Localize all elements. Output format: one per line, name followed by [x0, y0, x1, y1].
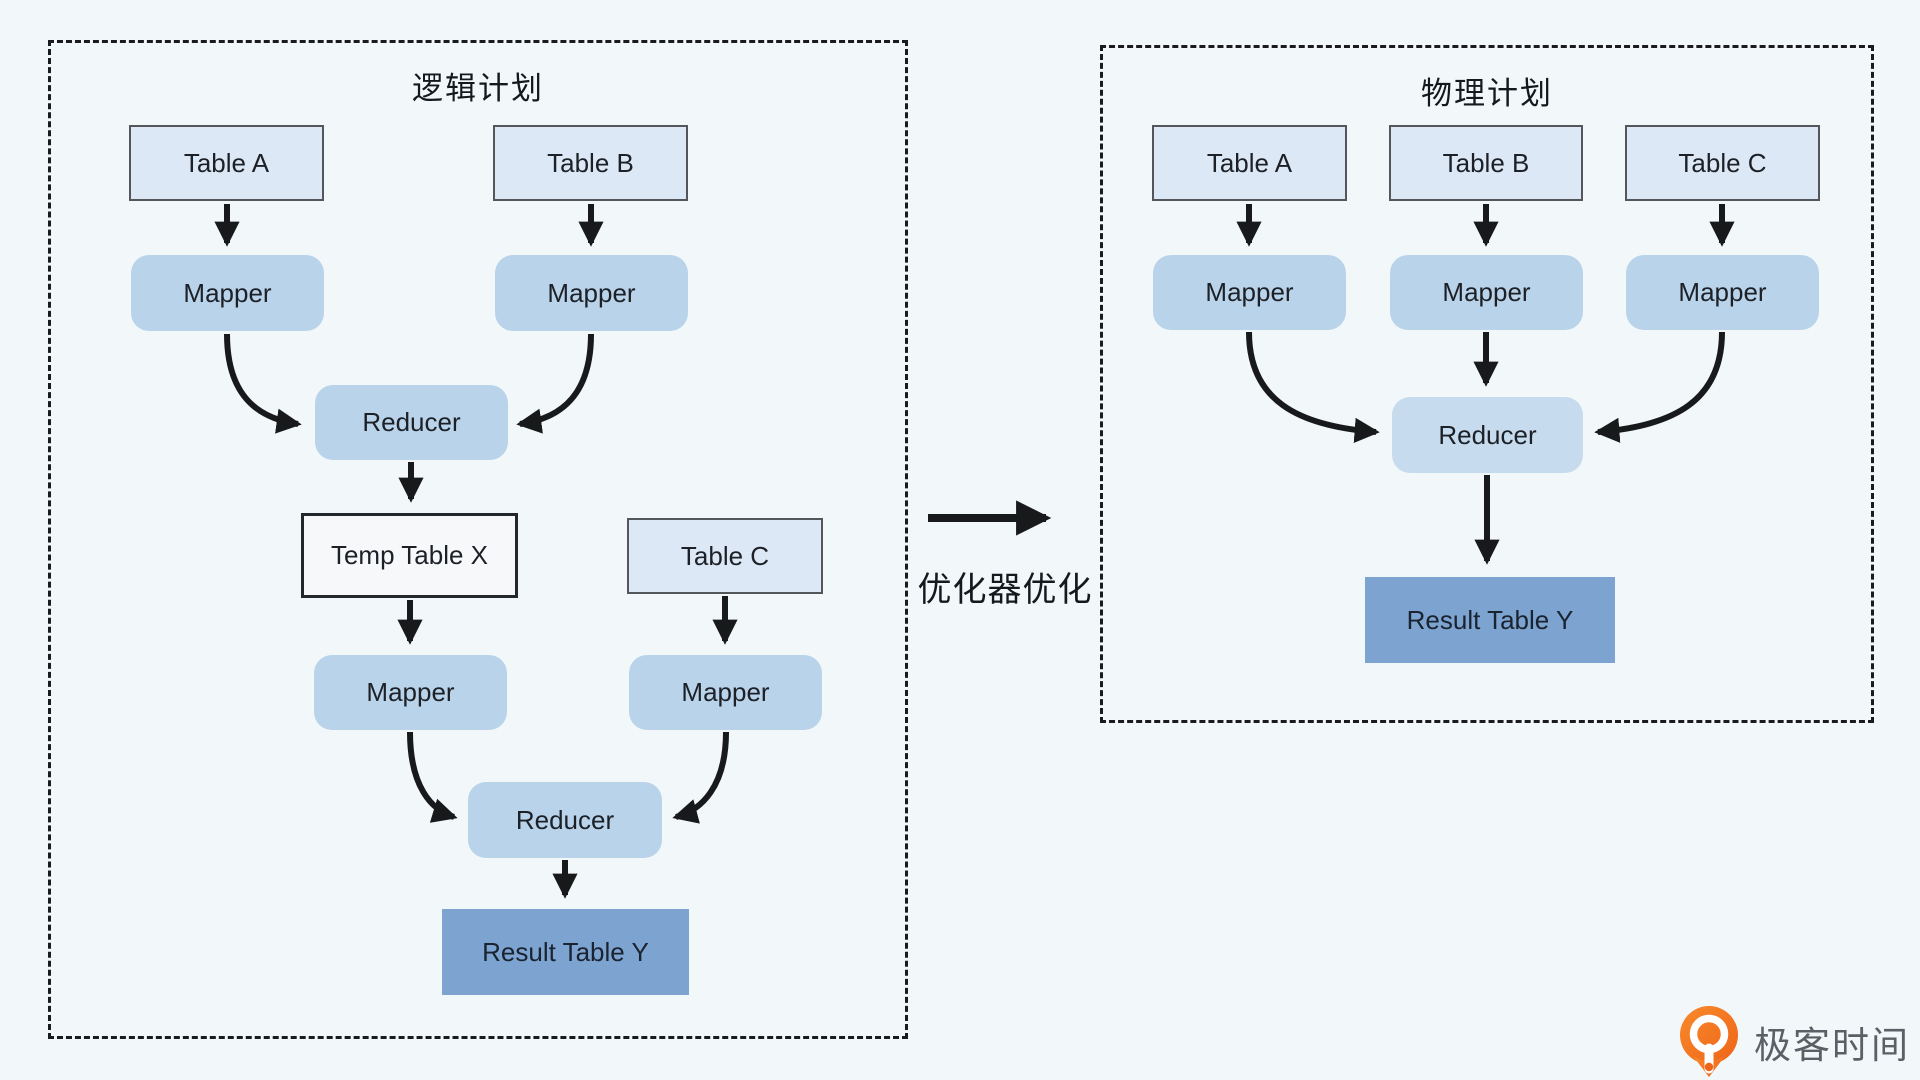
logical-table-b-node: Table B	[493, 125, 688, 201]
geektime-logo-icon	[1680, 1006, 1738, 1077]
physical-reducer-node: Reducer	[1392, 397, 1583, 473]
logical-mapper-c-node: Mapper	[629, 655, 822, 730]
geektime-watermark-text: 极客时间	[1754, 1025, 1910, 1066]
optimizer-label: 优化器优化	[917, 571, 1093, 609]
physical-plan-panel: 物理计划	[1100, 45, 1874, 723]
logical-plan-panel: 逻辑计划	[48, 40, 908, 1039]
physical-table-b-node: Table B	[1389, 125, 1583, 201]
physical-table-c-node: Table C	[1625, 125, 1820, 201]
logical-mapper-x-node: Mapper	[314, 655, 507, 730]
physical-result-table-y-node: Result Table Y	[1365, 577, 1615, 663]
logical-mapper-b-node: Mapper	[495, 255, 688, 331]
logical-reducer-2-node: Reducer	[468, 782, 662, 858]
temp-table-x-node: Temp Table X	[301, 513, 518, 598]
logical-table-c-node: Table C	[627, 518, 823, 594]
logical-result-table-y-node: Result Table Y	[442, 909, 689, 995]
logical-table-a-node: Table A	[129, 125, 324, 201]
geektime-watermark: 极客时间	[1676, 1006, 1910, 1078]
physical-mapper-a-node: Mapper	[1153, 255, 1346, 330]
physical-mapper-b-node: Mapper	[1390, 255, 1583, 330]
physical-mapper-c-node: Mapper	[1626, 255, 1819, 330]
physical-plan-title: 物理计划	[1421, 76, 1553, 111]
logical-reducer-1-node: Reducer	[315, 385, 508, 460]
physical-table-a-node: Table A	[1152, 125, 1347, 201]
logical-plan-title: 逻辑计划	[412, 71, 544, 106]
logical-mapper-a-node: Mapper	[131, 255, 324, 331]
